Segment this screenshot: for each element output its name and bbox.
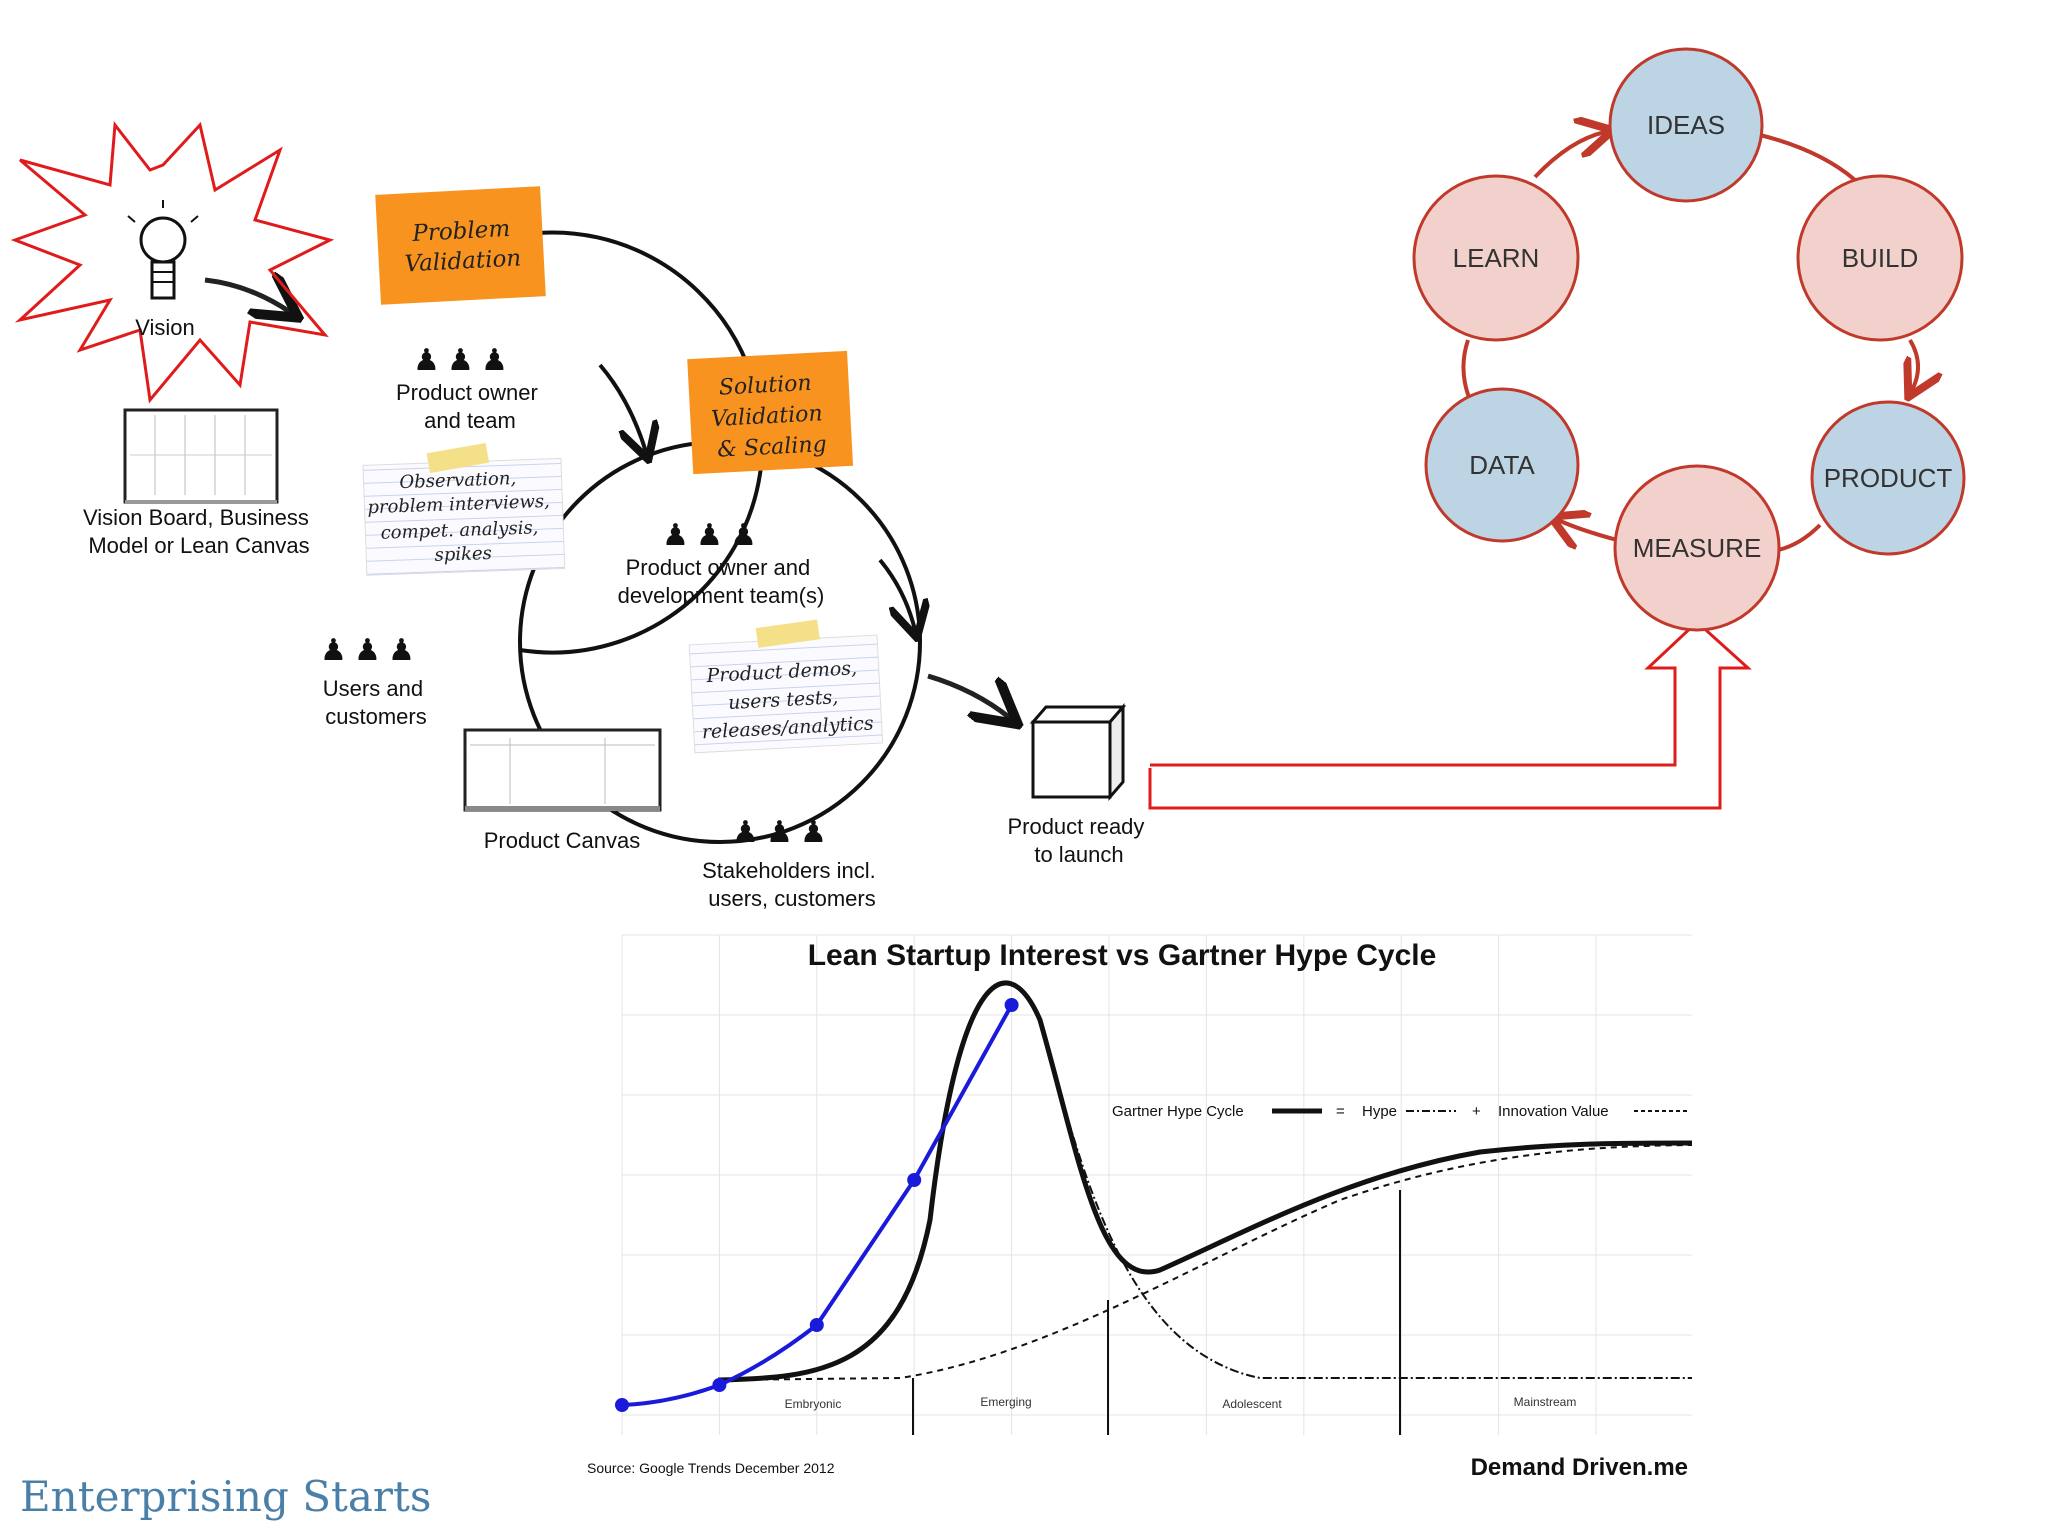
- red-connector-arrow: [1150, 622, 1748, 808]
- brand-footer: Enterprising Starts: [20, 1472, 431, 1521]
- svg-text:+: +: [1472, 1103, 1481, 1120]
- svg-text:♟: ♟: [766, 816, 793, 849]
- people-icon-dev-team: ♟♟♟: [662, 519, 757, 552]
- vision-label: Vision: [135, 315, 195, 340]
- users-customers-label: Users and customers: [323, 676, 429, 729]
- lean-startup-point: [1005, 998, 1019, 1012]
- problem-arrow: [600, 365, 646, 452]
- svg-text:♟: ♟: [696, 519, 723, 552]
- observation-note: Observation, problem interviews, compet.…: [362, 440, 564, 575]
- cycle-label-learn: LEARN: [1453, 243, 1540, 273]
- svg-text:♟: ♟: [388, 634, 415, 667]
- chart-credit: Demand Driven.me: [1471, 1454, 1688, 1481]
- svg-text:Gartner Hype Cycle: Gartner Hype Cycle: [1112, 1103, 1244, 1120]
- svg-text:Embryonic: Embryonic: [785, 1397, 842, 1411]
- people-icon-po-team: ♟♟♟: [413, 344, 508, 377]
- cycle-connector-6: [1463, 340, 1470, 400]
- chart-source: Source: Google Trends December 2012: [587, 1460, 835, 1476]
- lightbulb-icon: [128, 200, 198, 298]
- stakeholders-label: Stakeholders incl. users, customers: [702, 858, 882, 911]
- svg-text:♟: ♟: [730, 519, 757, 552]
- svg-text:♟: ♟: [662, 519, 689, 552]
- svg-text:Solution Validation: Solution Validation & Scaling: [709, 370, 832, 463]
- lean-cycle-diagram: IDEAS BUILD PRODUCT MEASURE DATA LEARN: [1414, 49, 1964, 630]
- cycle-connector-4: [1778, 525, 1820, 550]
- hype-cycle-chart: Lean Startup Interest vs Gartner Hype Cy…: [587, 935, 1694, 1481]
- svg-text:=: =: [1336, 1103, 1345, 1120]
- cycle-connector-1: [1535, 132, 1605, 177]
- launch-arrow: [928, 676, 1010, 718]
- svg-text:♟: ♟: [354, 634, 381, 667]
- cycle-label-build: BUILD: [1842, 243, 1919, 273]
- people-icon-users: ♟♟♟: [320, 634, 415, 667]
- svg-text:Problem: Problem: [411, 216, 511, 247]
- svg-text:Emerging: Emerging: [980, 1395, 1031, 1409]
- product-box-icon: [1033, 707, 1123, 797]
- lean-startup-point: [810, 1318, 824, 1332]
- lean-startup-point: [907, 1173, 921, 1187]
- svg-text:Adolescent: Adolescent: [1222, 1397, 1282, 1411]
- product-canvas-label: Product Canvas: [484, 828, 641, 853]
- vision-board-label: Vision Board, Business Model or Lean Can…: [83, 505, 315, 558]
- svg-text:♟: ♟: [800, 816, 827, 849]
- product-canvas-thumbnail: [465, 730, 660, 811]
- cycle-label-product: PRODUCT: [1824, 463, 1953, 493]
- lean-startup-point: [712, 1378, 726, 1392]
- cycle-node-product: PRODUCT: [1812, 402, 1964, 554]
- svg-text:♟: ♟: [447, 344, 474, 377]
- cycle-connector-2: [1760, 135, 1855, 180]
- vision-board-thumbnail: [125, 410, 277, 504]
- cycle-node-measure: MEASURE: [1615, 466, 1779, 630]
- cycle-connector-5: [1558, 520, 1617, 540]
- cycle-node-data: DATA: [1426, 389, 1578, 541]
- product-ready-label: Product ready to launch: [1007, 814, 1150, 867]
- svg-text:Hype: Hype: [1362, 1103, 1397, 1120]
- cycle-label-data: DATA: [1469, 450, 1535, 480]
- cycle-connector-3: [1910, 340, 1918, 390]
- svg-text:Innovation Value: Innovation Value: [1498, 1103, 1609, 1120]
- solution-arrow: [880, 560, 915, 630]
- svg-text:♟: ♟: [413, 344, 440, 377]
- cycle-label-ideas: IDEAS: [1647, 110, 1725, 140]
- svg-text:Mainstream: Mainstream: [1514, 1395, 1577, 1409]
- svg-text:♟: ♟: [320, 634, 347, 667]
- vision-arrow: [205, 280, 290, 312]
- problem-validation-note: Problem Validation: [375, 186, 546, 304]
- demos-note: Product demos, users tests, releases/ana…: [688, 616, 882, 752]
- cycle-node-ideas: IDEAS: [1610, 49, 1762, 201]
- product-owner-team-label: Product owner and team: [396, 380, 544, 433]
- cycle-node-learn: LEARN: [1414, 176, 1578, 340]
- cycle-label-measure: MEASURE: [1633, 533, 1762, 563]
- cycle-node-build: BUILD: [1798, 176, 1962, 340]
- people-icon-stakeholders: ♟♟♟: [732, 816, 827, 849]
- svg-text:♟: ♟: [732, 816, 759, 849]
- left-process-diagram: Vision Vision Board, Business Model or L…: [15, 125, 1151, 911]
- chart-title: Lean Startup Interest vs Gartner Hype Cy…: [808, 939, 1437, 972]
- solution-validation-note: Solution Validation & Scaling: [687, 351, 853, 474]
- lean-startup-point: [615, 1398, 629, 1412]
- svg-text:♟: ♟: [481, 344, 508, 377]
- product-owner-dev-label: Product owner and development team(s): [618, 555, 825, 608]
